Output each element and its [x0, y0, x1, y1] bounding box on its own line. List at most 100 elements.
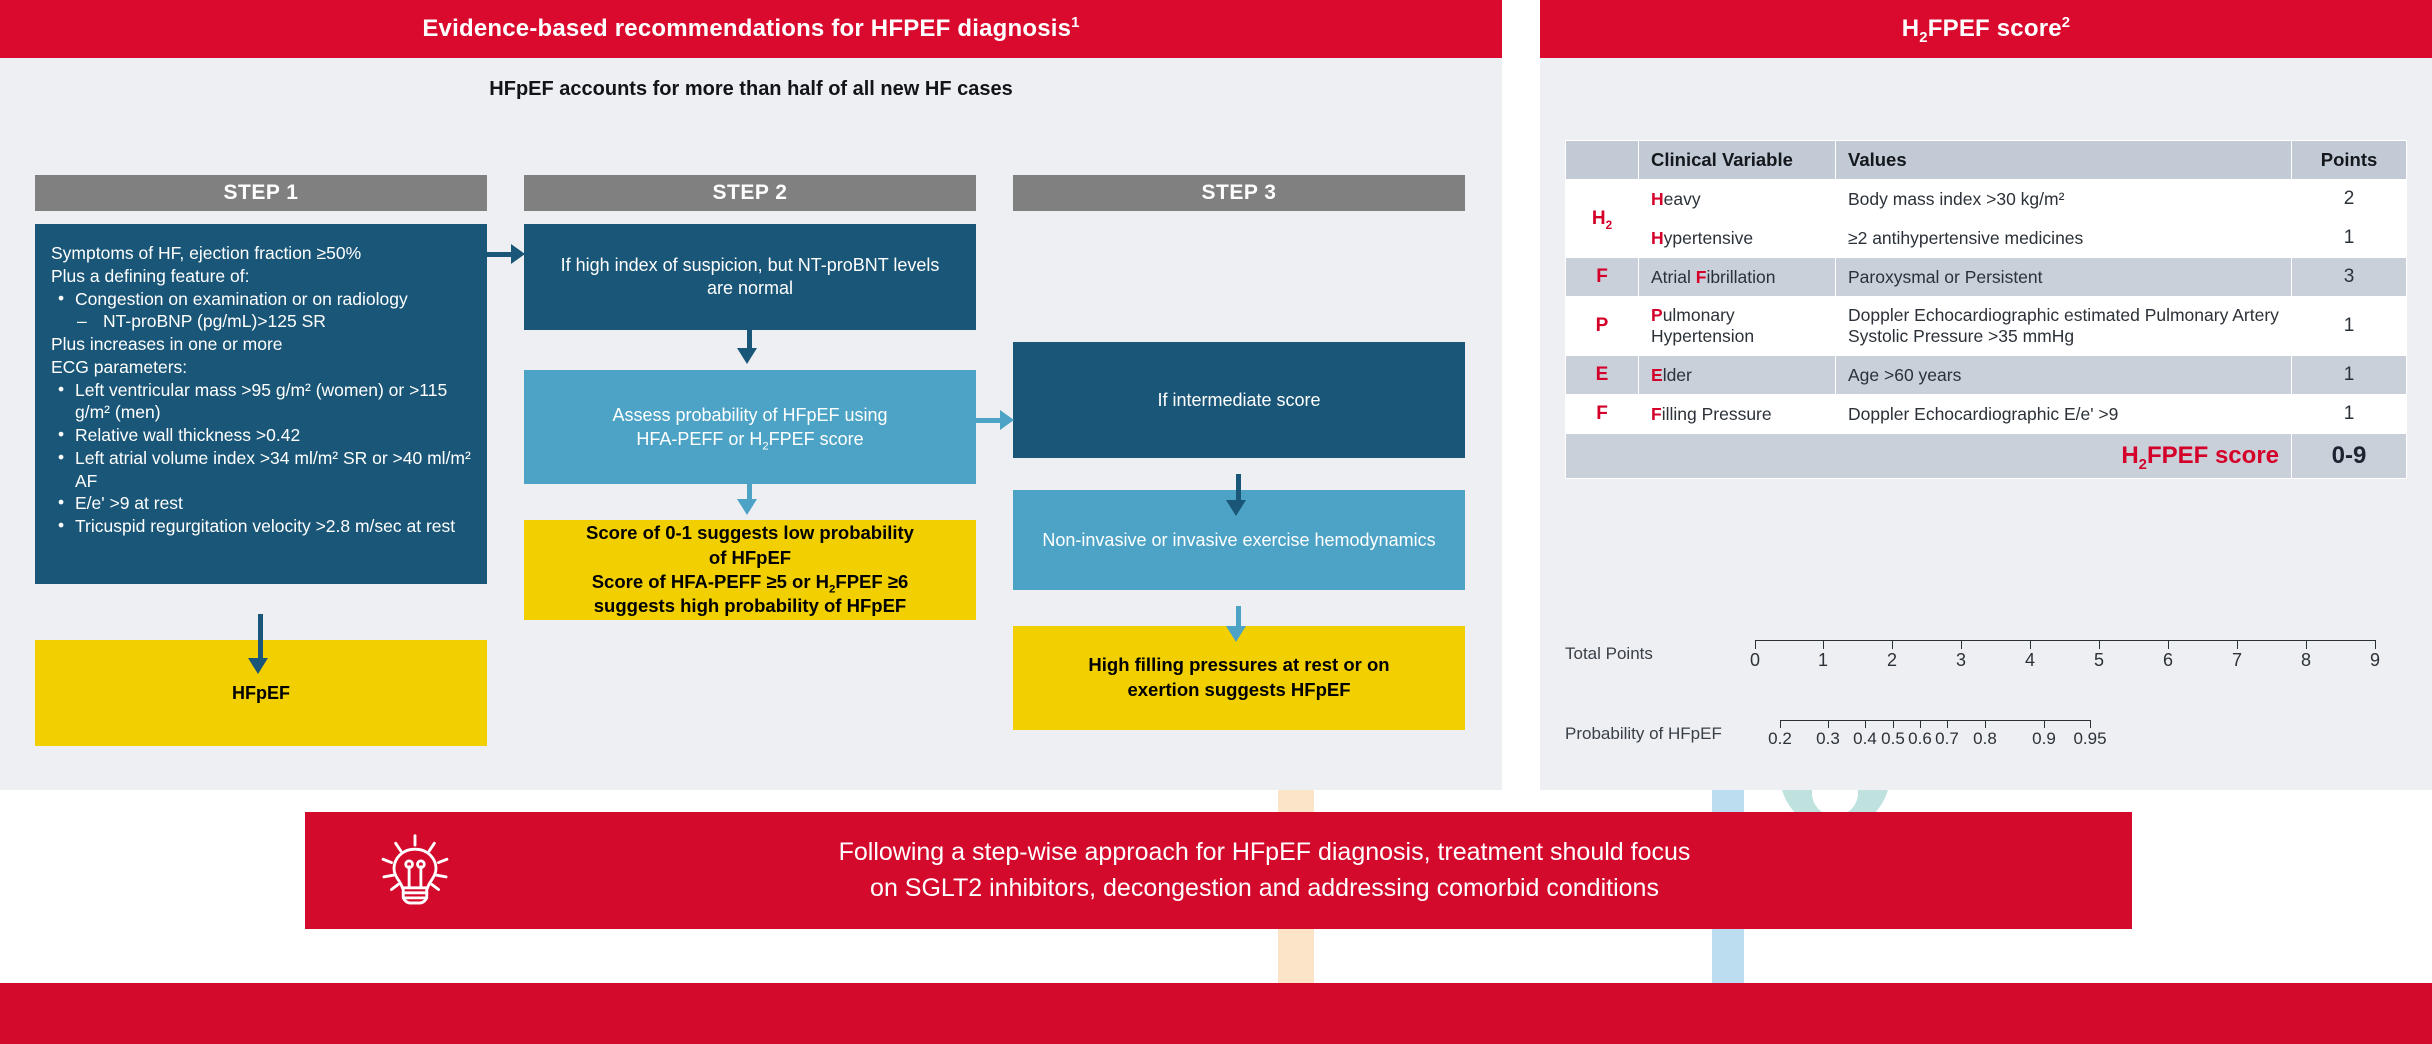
axis-tick: [1920, 720, 1921, 728]
score-label-post: FPEF score: [2146, 442, 2279, 469]
row-variable-cap: H: [1651, 227, 1664, 248]
axis-tick: [1828, 720, 1829, 728]
row-variable-cap: H: [1651, 188, 1664, 209]
step-2-box-1: If high index of suspicion, but NT-proBN…: [524, 224, 976, 330]
lightbulb-icon: [381, 833, 449, 904]
list-item: Left ventricular mass >95 g/m² (women) o…: [51, 378, 473, 425]
table-row: Hypertensive ≥2 antihypertensive medicin…: [1566, 218, 2407, 258]
axis-tick: [2030, 640, 2031, 649]
axis-tick-label: 0.8: [1973, 729, 1997, 748]
right-panel-title: H2FPEF score2: [1540, 0, 2432, 58]
left-panel-header: Evidence-based recommendations for HFPEF…: [0, 0, 1502, 58]
panel-gutter: [1500, 0, 1542, 790]
arrow-step3-1-to-2-head: [1226, 500, 1246, 516]
step-2-box-2: Assess probability of HFpEF using HFA-PE…: [524, 370, 976, 484]
row-variable-pre: Atrial: [1651, 266, 1696, 287]
axis-tick: [1823, 640, 1824, 649]
arrow-step3-1-to-2-line: [1236, 474, 1241, 506]
score-label-pre: H: [2121, 442, 2139, 469]
left-panel-title-text: Evidence-based recommendations for HFPEF…: [422, 15, 1072, 42]
table-row: F Filling Pressure Doppler Echocardiogra…: [1565, 394, 2407, 434]
step-1-criteria-box: Symptoms of HF, ejection fraction ≥50% P…: [35, 224, 487, 584]
row-points: 1: [2291, 218, 2407, 258]
step-3-box-3: High filling pressures at rest or on exe…: [1013, 626, 1465, 730]
table-col-letter: [1565, 140, 1639, 180]
step-2-box-3-pre: Score of HFA-PEFF ≥5 or H: [591, 571, 830, 592]
total-points-label: Total Points: [1565, 644, 1653, 663]
row-variable-rest: lder: [1662, 364, 1692, 385]
row-points: 1: [2291, 394, 2407, 434]
axis-tick-label: 0.5: [1881, 729, 1905, 748]
right-title-superscript: 2: [2061, 15, 2071, 31]
row-variable-cap: F: [1695, 266, 1707, 287]
axis-tick: [2237, 640, 2238, 649]
axis-tick-label: 0.6: [1908, 729, 1932, 748]
list-item: Relative wall thickness >0.42: [51, 423, 473, 447]
row-points: 2: [2291, 179, 2407, 219]
row-letter-h2: H2: [1565, 179, 1639, 258]
axis-tick: [1893, 720, 1894, 728]
axis-tick: [1947, 720, 1948, 728]
list-item: Congestion on examination or on radiolog…: [51, 287, 473, 311]
right-title-pre: H: [1901, 15, 1920, 42]
row-value: Age >60 years: [1835, 355, 2292, 395]
step-1-lead-line-1: Symptoms of HF, ejection fraction ≥50%: [51, 243, 362, 263]
step-2-box-3-sub: 2: [829, 583, 836, 596]
table-row: E Elder Age >60 years 1: [1565, 355, 2407, 395]
row-points: 1: [2291, 296, 2407, 356]
score-label-sub: 2: [2138, 456, 2147, 473]
score-label: H2FPEF score: [1565, 433, 2292, 479]
axis-tick-label: 0.3: [1816, 729, 1840, 748]
probability-axis: [1780, 720, 2090, 721]
arrow-step1-to-step2-head: [511, 244, 525, 264]
axis-tick: [2099, 640, 2100, 649]
axis-tick-label: 0.7: [1935, 729, 1959, 748]
axis-tick-label: 4: [2024, 650, 2036, 670]
row-value: Doppler Echocardiographic E/e' >9: [1835, 394, 2292, 434]
list-item: Tricuspid regurgitation velocity >2.8 m/…: [51, 514, 473, 538]
row-value: Body mass index >30 kg/m²: [1835, 179, 2292, 219]
step-2-column: STEP 2 If high index of suspicion, but N…: [524, 175, 976, 620]
step-1-bullet-list-1: Congestion on examination or on radiolog…: [51, 287, 473, 334]
row-value: Paroxysmal or Persistent: [1835, 257, 2292, 297]
row-variable: Filling Pressure: [1638, 394, 1836, 434]
axis-tick: [1865, 720, 1866, 728]
total-points-scale: Total Points 0 1 2 3 4 5 6 7 8 9: [1565, 630, 2407, 690]
step-2-box-2-line-2: HFA-PEFF or H2FPEF score: [612, 427, 887, 452]
axis-tick: [2306, 640, 2307, 649]
step-3-box-2: Non-invasive or invasive exercise hemody…: [1013, 490, 1465, 590]
axis-tick-label: 2: [1886, 650, 1898, 670]
step-2-box-2-line-1: Assess probability of HFpEF using: [612, 404, 888, 425]
axis-tick-label: 6: [2162, 650, 2174, 670]
step-2-box-3-line-4: suggests high probability of HFpEF: [593, 595, 907, 617]
h2fpef-score-table: Clinical Variable Values Points H2 Heavy…: [1565, 140, 2407, 479]
axis-tick-label: 3: [1955, 650, 1967, 670]
row-variable-rest: ibrillation: [1706, 266, 1776, 287]
table-row: H2 Heavy Body mass index >30 kg/m² 2: [1565, 179, 2407, 258]
step-3-box-1: If intermediate score: [1013, 342, 1465, 458]
table-col-points: Points: [2291, 140, 2407, 180]
list-item-sub: NT-proBNP (pg/mL)>125 SR: [51, 310, 473, 333]
step-2-box-3-post: FPEF ≥6: [835, 571, 909, 592]
step-2-box-2-post: FPEF score: [768, 429, 864, 449]
step-2-header: STEP 2: [524, 175, 976, 211]
takeaway-banner: Following a step-wise approach for HFpEF…: [305, 812, 2132, 929]
row-variable: Hypertensive: [1638, 218, 1836, 258]
footer-bar: [0, 983, 2432, 1044]
table-row: F Atrial Fibrillation Paroxysmal or Pers…: [1565, 257, 2407, 297]
arrow-step2-2-to-3-line: [747, 479, 752, 505]
right-title-sub: 2: [1919, 29, 1928, 46]
row-letter-p: P: [1565, 296, 1639, 356]
axis-tick: [2168, 640, 2169, 649]
axis-tick: [1755, 640, 1756, 649]
row-value: ≥2 antihypertensive medicines: [1835, 218, 2292, 258]
row-points: 1: [2291, 355, 2407, 395]
right-panel-header: H2FPEF score2: [1540, 0, 2432, 58]
axis-tick: [1780, 720, 1781, 728]
table-col-values: Values: [1835, 140, 2292, 180]
left-panel-title-superscript: 1: [1071, 15, 1080, 31]
row-variable-rest: ypertensive: [1663, 227, 1754, 248]
row-variable: Heavy: [1638, 179, 1836, 219]
step-1-bullet-list-2: Left ventricular mass >95 g/m² (women) o…: [51, 378, 473, 538]
banner-text: Following a step-wise approach for HFpEF…: [457, 835, 2132, 906]
